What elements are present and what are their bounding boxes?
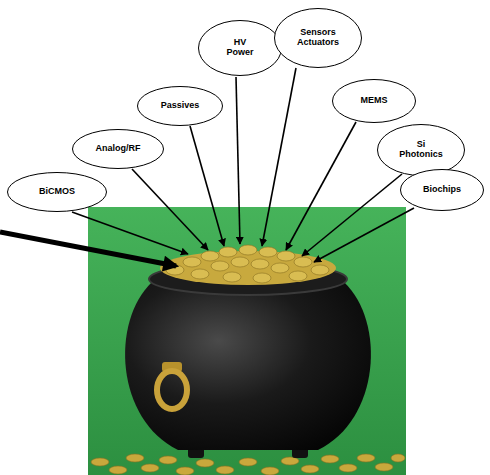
main-arrow [0,232,176,266]
process-ellipse: Sensors Actuators [274,8,362,68]
process-ellipse: BiCMOS [7,172,107,212]
coin-mound [160,251,336,285]
node-label: Biochips [423,185,461,195]
node-label: Analog/RF [96,144,141,154]
process-ellipse: MEMS [332,79,416,123]
node-label: Sensors Actuators [292,28,344,48]
node-label: BiCMOS [39,187,75,197]
process-ellipse: Si Photonics [377,124,465,176]
process-ellipse: HV Power [198,20,282,76]
node-label: Si Photonics [396,140,446,160]
scattered-coins [91,454,405,475]
process-ellipse: Biochips [400,169,484,211]
node-label: Passives [161,101,200,111]
photo-background [88,207,406,475]
process-ellipse: Analog/RF [72,129,164,169]
node-label: MEMS [361,96,388,106]
node-label: HV Power [222,38,258,58]
coins [166,245,329,283]
process-ellipse: Passives [137,86,223,126]
pointer-arrows [72,68,414,262]
pot-handle [157,371,187,409]
pot-body [125,282,371,450]
